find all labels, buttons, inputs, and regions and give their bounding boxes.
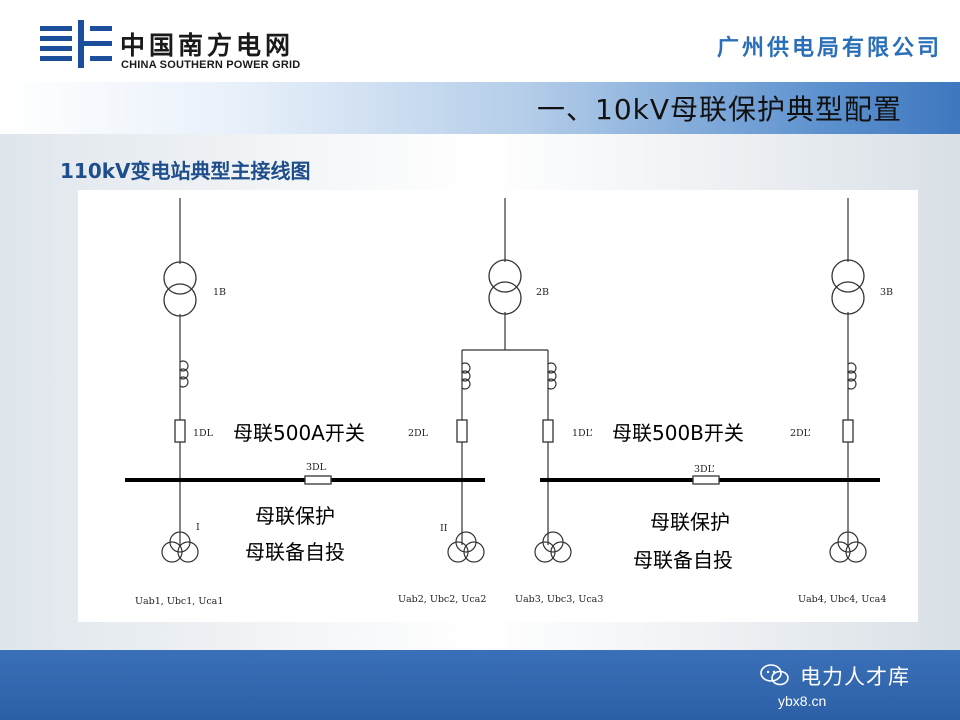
transformer-2b-icon [488, 259, 522, 315]
bus-coupler-caption: 母联500B开关 [612, 421, 744, 445]
protection-note: 母联备自投 [633, 548, 733, 572]
protection-note: 母联保护 [650, 510, 730, 534]
reactor-3-icon [546, 362, 557, 390]
transformer-label: 3B [880, 287, 893, 298]
protection-note: 母联保护 [255, 504, 335, 528]
section-subtitle: 110kV变电站典型主接线图 [60, 159, 311, 183]
wechat-icon [760, 664, 789, 686]
bus-coupler-label: 3DL [306, 462, 327, 473]
protection-note: 母联备自投 [245, 540, 345, 564]
transformer-label: 2B [536, 287, 549, 298]
pt-voltage-label: Uab4, Ubc4, Uca4 [798, 594, 886, 605]
transformer-1b-icon [163, 261, 197, 317]
footer-bar [0, 650, 960, 720]
breaker-label: 2DL’ [790, 428, 811, 439]
pt-voltage-label: Uab3, Ubc3, Uca3 [515, 594, 603, 605]
slide-title: 一、10kV母联保护典型配置 [537, 93, 902, 126]
breaker-label: 1DL [193, 428, 214, 439]
bus-coupler-3dl-prime-icon [692, 475, 720, 485]
watermark-site: ybx8.cn [778, 693, 827, 709]
title-banner [0, 82, 960, 134]
bus-section-label: I [196, 522, 200, 533]
company-name: 广州供电局有限公司 [716, 36, 942, 61]
pt-voltage-label: Uab1, Ubc1, Uca1 [135, 596, 223, 607]
watermark-name: 电力人才库 [800, 665, 910, 689]
bus-coupler-label: 3DL’ [694, 464, 715, 475]
breaker-1dl-prime-icon [542, 419, 554, 443]
transformer-3b-icon [831, 259, 865, 315]
bus-coupler-3dl-icon [304, 475, 332, 485]
transformer-label: 1B [213, 287, 226, 298]
logo-name-en: CHINA SOUTHERN POWER GRID [121, 59, 301, 71]
reactor-2-icon [460, 362, 471, 390]
pt-1-icon [161, 531, 199, 563]
breaker-2dl-icon [456, 419, 468, 443]
breaker-label: 1DL’ [572, 428, 593, 439]
header: 中国南方电网 CHINA SOUTHERN POWER GRID 广州供电局有限… [0, 0, 960, 82]
breaker-label: 2DL [408, 428, 429, 439]
logo-name-cn: 中国南方电网 [120, 31, 295, 60]
bus-coupler-caption: 母联500A开关 [233, 421, 365, 445]
reactor-4-icon [846, 362, 857, 390]
breaker-1dl-icon [174, 419, 186, 443]
pt-voltage-label: Uab2, Ubc2, Uca2 [398, 594, 486, 605]
pt-4-icon [829, 531, 867, 563]
reactor-1-icon [178, 360, 189, 388]
breaker-2dl-prime-icon [842, 419, 854, 443]
pt-3-icon [534, 531, 572, 563]
pt-2-icon [447, 531, 485, 563]
bus-section-label: II [440, 523, 448, 534]
csg-logo-icon [40, 20, 112, 68]
